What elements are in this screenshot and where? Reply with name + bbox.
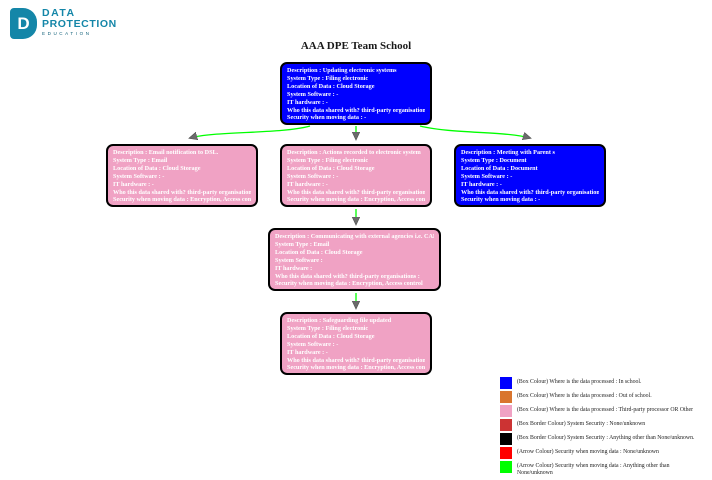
node-line: Security when moving data : Encryption, … [287,196,425,204]
legend-swatch-arrow-none [500,447,512,459]
legend-item: (Box Border Colour) System Security : No… [500,419,705,431]
node-meeting-with-parents: Description : Meeting with Parent s Syst… [454,144,606,207]
node-line: Description : Meeting with Parent s [461,149,555,156]
node-line: System Type : Filing electronic [287,324,369,332]
legend-swatch-third-party [500,405,512,417]
data-protection-education-logo: D DATA PROTECTION EDUCATION [10,8,117,39]
legend-label: (Box Border Colour) System Security : No… [517,421,646,427]
legend-item: (Box Colour) Where is the data processed… [500,377,705,389]
node-line: IT hardware : - [287,348,328,356]
logo-wordmark: DATA PROTECTION EDUCATION [42,8,117,37]
node-line: IT hardware : - [461,180,502,188]
legend-swatch-arrow-other [500,461,512,473]
dpe-d-logo-icon: D [10,8,37,39]
node-line: Security when moving data : Encryption, … [113,196,251,204]
legend-label: (Box Colour) Where is the data processed… [517,407,694,413]
legend-label: (Box Border Colour) System Security : An… [517,435,695,441]
legend-item: (Box Colour) Where is the data processed… [500,405,705,417]
node-line: Security when moving data : - [287,114,367,122]
node-line: System Type : Document [461,156,527,164]
node-line: Location of Data : Cloud Storage [287,82,375,90]
node-safeguarding-file-updated: Description : Safeguarding file updated … [280,312,432,375]
node-line: Security when moving data : - [461,196,541,204]
logo-word-education: EDUCATION [42,31,92,36]
node-line: Who this data shared with? third-party o… [461,188,599,196]
node-line: Security when moving data : Encryption, … [275,280,423,288]
node-line: Description : Actions recorded to electr… [287,149,421,156]
node-line: IT hardware : - [287,98,328,106]
logo-word-protection: PROTECTION [42,18,117,30]
legend-label: (Arrow Colour) Security when moving data… [517,449,659,455]
node-line: Who this data shared with? third-party o… [287,106,425,114]
arrow-top-to-left [190,125,311,138]
arrow-top-to-right [419,125,530,138]
node-line: Location of Data : Cloud Storage [275,248,363,256]
node-communicating-external-agencies: Description : Communicating with externa… [268,228,441,291]
node-line: Who this data shared with? third-party o… [275,272,420,280]
legend-item: (Box Colour) Where is the data processed… [500,391,705,403]
logo-word-data: DATA [42,7,76,19]
node-line: System Software : - [287,172,339,180]
node-line: Who this data shared with? third-party o… [287,188,425,196]
node-line: Description : Updating electronic system… [287,67,397,74]
node-line: System Type : Email [113,156,168,164]
node-line: Location of Data : Document [461,164,538,172]
node-line: System Software : - [461,172,513,180]
legend-item: (Arrow Colour) Security when moving data… [500,461,705,477]
page-title: AAA DPE Team School [300,40,412,52]
legend-swatch-out-of-school [500,391,512,403]
node-line: Location of Data : Cloud Storage [113,164,201,172]
node-line: System Software : - [113,172,165,180]
legend-item: (Box Border Colour) System Security : An… [500,433,705,445]
legend-label: (Arrow Colour) Security when moving data… [517,463,670,476]
legend-item: (Arrow Colour) Security when moving data… [500,447,705,459]
node-line: System Type : Filing electronic [287,74,369,82]
node-line: IT hardware : - [287,180,328,188]
node-line: Description : Communicating with externa… [275,233,434,240]
legend-label: (Box Colour) Where is the data processed… [517,393,652,399]
node-line: Description : Safeguarding file updated [287,317,392,324]
node-line: System Software : - [287,340,339,348]
legend-swatch-border-none [500,419,512,431]
node-email-notification-to-dsl: Description : Email notification to DSL.… [106,144,258,207]
legend-swatch-in-school [500,377,512,389]
node-line: System Software : [275,256,323,264]
node-line: System Type : Email [275,240,330,248]
legend-label: (Box Colour) Where is the data processed… [517,379,642,385]
node-line: System Software : - [287,90,339,98]
node-line: Security when moving data : Encryption, … [287,364,425,372]
node-line: System Type : Filing electronic [287,156,369,164]
node-line: Who this data shared with? third-party o… [287,356,425,364]
logo-letter: D [17,14,30,33]
node-line: Who this data shared with? third-party o… [113,188,251,196]
legend-swatch-border-other [500,433,512,445]
node-updating-electronic-systems: Description : Updating electronic system… [280,62,432,125]
legend: (Box Colour) Where is the data processed… [500,377,705,479]
node-line: Description : Email notification to DSL. [113,149,219,156]
node-actions-recorded: Description : Actions recorded to electr… [280,144,432,207]
node-line: Location of Data : Cloud Storage [287,164,375,172]
node-line: Location of Data : Cloud Storage [287,332,375,340]
node-line: IT hardware : - [113,180,154,188]
node-line: IT hardware : [275,264,313,272]
